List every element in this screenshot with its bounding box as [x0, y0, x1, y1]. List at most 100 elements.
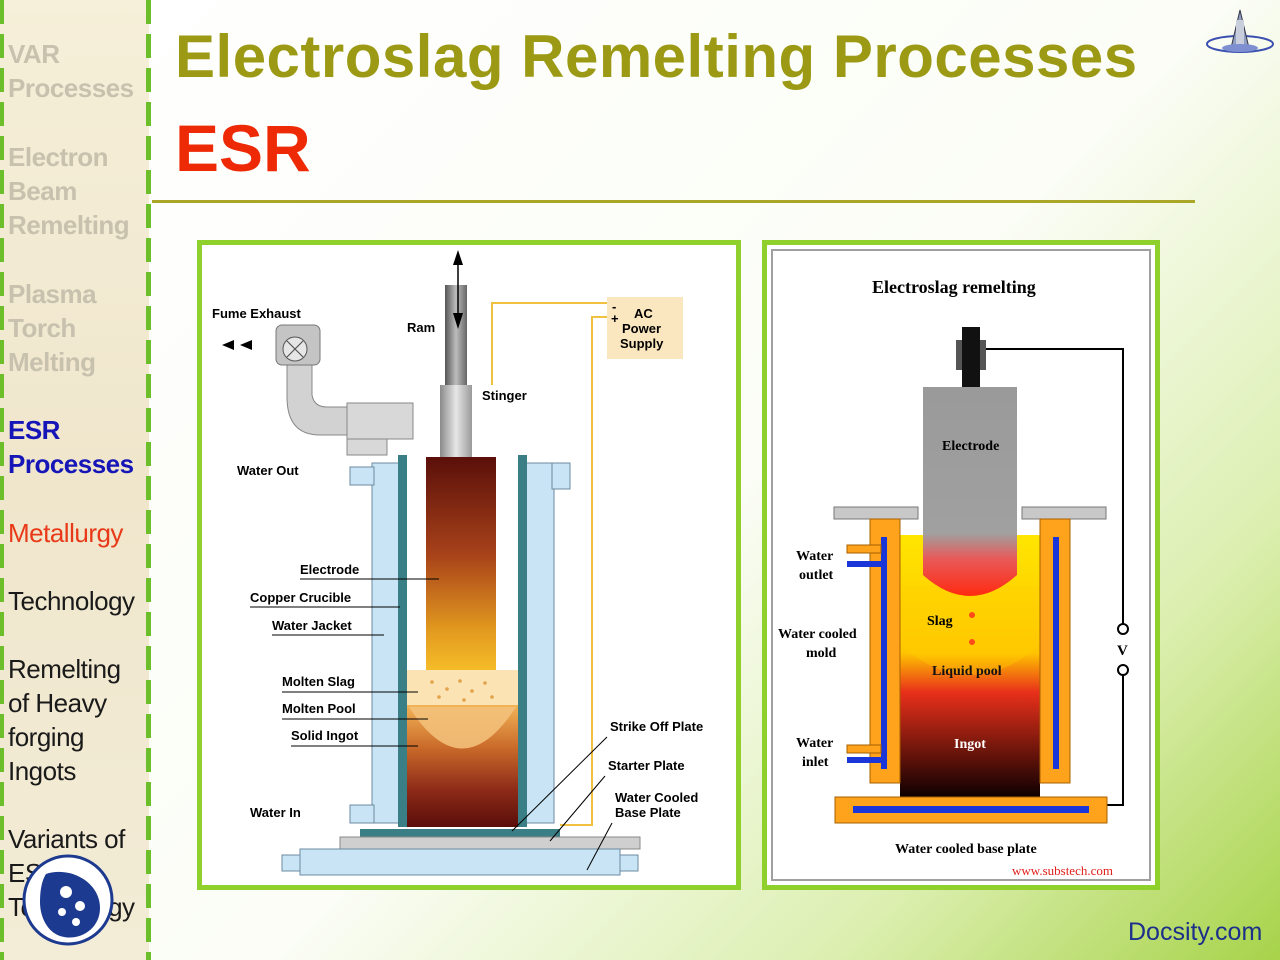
circuit-wire-top	[986, 348, 1124, 625]
power-wire-to-stinger	[491, 302, 607, 385]
label-electrode: Electrode	[300, 562, 359, 577]
exhaust-arrow-icon	[240, 340, 252, 350]
label-molten-pool: Molten Pool	[282, 701, 356, 716]
page-title: Electroslag Remelting Processes	[175, 23, 1138, 90]
sidebar-item-label-line: Processes	[8, 73, 134, 103]
label-water-outlet-1: Water	[796, 549, 833, 564]
label-stinger: Stinger	[482, 388, 527, 403]
ac-minus-sign: -	[612, 299, 616, 314]
sidebar-right-dashed-border	[146, 0, 151, 960]
sidebar-item-label-line: Technology	[8, 586, 135, 616]
liquid-pool	[900, 585, 1040, 675]
mold-channel-right	[1053, 537, 1059, 769]
ram-rod	[445, 285, 467, 385]
water-in-nozzle	[349, 804, 375, 824]
page-subtitle: ESR	[175, 111, 311, 185]
water-jacket-left	[371, 462, 403, 824]
electrode	[923, 387, 1017, 596]
ac-plus-sign: +	[611, 311, 619, 326]
water-jacket-right-flange	[551, 462, 571, 490]
terminal-bottom	[1117, 664, 1129, 676]
sidebar-item-technology[interactable]: Technology	[8, 584, 135, 618]
water-out-nozzle	[349, 466, 375, 486]
metal-droplet	[969, 639, 975, 645]
sidebar-item-label-line: Remelting	[8, 654, 121, 684]
sidebar-item-label-line: ESR	[8, 415, 60, 445]
copper-crucible-left-wall	[398, 455, 407, 827]
label-water-outlet-2: outlet	[799, 568, 834, 583]
sidebar-item-plasma-torch-melting[interactable]: Plasma Torch Melting	[8, 277, 97, 379]
sidebar-item-remelting-heavy-forging-ingots[interactable]: Remelting of Heavy forging Ingots	[8, 652, 121, 788]
label-ingot: Ingot	[954, 737, 986, 752]
label-ac: AC	[634, 306, 653, 321]
header-divider	[152, 200, 1195, 203]
label-water-cooled-mold-2: mold	[806, 646, 837, 661]
source-credit: www.substech.com	[1012, 863, 1113, 878]
label-power: Power	[622, 321, 661, 336]
sidebar-item-label-line: Beam	[8, 176, 77, 206]
base-plate-top	[339, 836, 641, 850]
exhaust-arrow-icon	[222, 340, 234, 350]
sidebar-item-metallurgy[interactable]: Metallurgy	[8, 516, 123, 550]
sidebar-item-label-line: Processes	[8, 449, 134, 479]
arrow-up-icon	[453, 250, 463, 265]
copper-crucible-right-wall	[518, 455, 527, 827]
label-water-cooled-line1: Water Cooled	[615, 790, 698, 805]
label-water-jacket: Water Jacket	[272, 618, 352, 633]
ac-power-supply-box	[607, 297, 683, 359]
leader-base-plate	[586, 822, 613, 871]
label-supply: Supply	[620, 336, 664, 351]
base-plate-water-nozzle-left	[281, 854, 301, 872]
sidebar-item-var-processes[interactable]: VAR Processes	[8, 37, 134, 105]
starter-plate	[360, 829, 560, 837]
sidebar-item-label-line: Remelting	[8, 210, 130, 240]
electrode-clamp-right	[980, 340, 986, 370]
base-plate-water-nozzle-right	[619, 854, 639, 872]
water-inlet-pipe	[846, 744, 882, 754]
leader-strike-off-plate	[511, 736, 608, 832]
sidebar-item-electron-beam-remelting[interactable]: Electron Beam Remelting	[8, 140, 130, 242]
label-fume-exhaust: Fume Exhaust	[212, 306, 302, 321]
label-strike-off-plate: Strike Off Plate	[610, 719, 703, 734]
water-outlet-flow	[847, 561, 881, 567]
electrode-holder	[962, 327, 980, 387]
label-liquid-pool: Liquid pool	[932, 664, 1002, 679]
label-water-inlet-2: inlet	[802, 755, 829, 770]
stinger	[440, 385, 472, 457]
sidebar-nav: VAR Processes Electron Beam Remelting Pl…	[0, 0, 151, 960]
label-water-in: Water In	[250, 805, 301, 820]
label-water-out: Water Out	[237, 463, 299, 478]
terminal-top	[1117, 623, 1129, 635]
esr-schematic-diagram: Electroslag remelting V Electrode	[778, 277, 1129, 878]
label-voltage: V	[1117, 643, 1128, 659]
power-wire-to-base	[560, 316, 607, 826]
leader-starter-plate	[549, 775, 606, 842]
label-water-inlet-1: Water	[796, 736, 833, 751]
institution-logo-icon	[1206, 9, 1274, 53]
sidebar-item-label-line: Metallurgy	[8, 518, 123, 548]
water-outlet-pipe	[846, 544, 882, 554]
sidebar-item-label-line: forging	[8, 722, 84, 752]
docsity-logo-icon	[22, 854, 114, 946]
sidebar-item-label-line: Electron	[8, 142, 109, 172]
mold-flange-left	[833, 506, 919, 520]
label-base-plate: Water cooled base plate	[895, 842, 1037, 857]
label-solid-ingot: Solid Ingot	[291, 728, 359, 743]
electrode-clamp-left	[956, 340, 962, 370]
docsity-brand-link[interactable]: Docsity.com	[1128, 918, 1263, 946]
circuit-wire-bottom	[1105, 670, 1124, 806]
water-cooled-base-plate	[299, 848, 621, 876]
esr-furnace-diagram-panel: Ram Stinger - + AC Power Supply Fume	[197, 240, 741, 890]
slag-droplets	[430, 679, 494, 702]
label-molten-slag: Molten Slag	[282, 674, 355, 689]
esr-furnace-diagram: Ram Stinger - + AC Power Supply Fume	[212, 250, 703, 876]
water-jacket-right	[523, 462, 555, 824]
sidebar-item-label-line: Variants of	[8, 824, 125, 854]
sidebar-item-esr-processes[interactable]: ESR Processes	[8, 413, 134, 481]
sidebar-item-label-line: Torch	[8, 313, 76, 343]
base-plate-channel	[853, 806, 1089, 813]
label-starter-plate: Starter Plate	[608, 758, 685, 773]
label-copper-crucible: Copper Crucible	[250, 590, 351, 605]
label-electrode: Electrode	[942, 439, 999, 454]
metal-droplet	[969, 612, 975, 618]
